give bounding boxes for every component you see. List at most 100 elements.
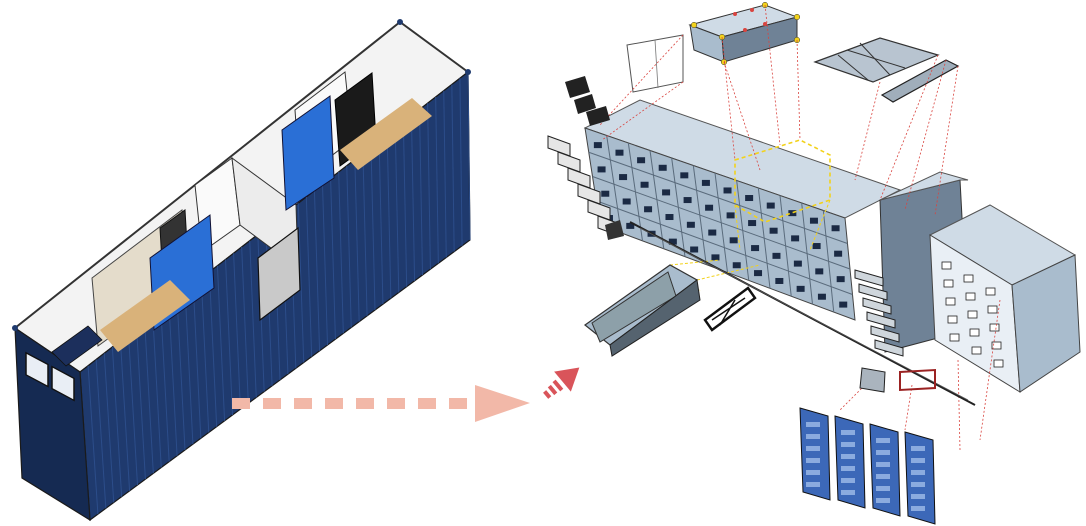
end-rug (51, 325, 103, 367)
red-marker (733, 12, 737, 16)
facade-panels (799, 407, 936, 525)
corrugation-line (176, 296, 186, 451)
arrow-dash (356, 398, 374, 409)
corrugation-line (119, 340, 131, 491)
corrugation-line (144, 321, 154, 474)
corrugation-line (225, 259, 233, 416)
corrugation-line (443, 90, 447, 258)
hall-window (987, 305, 998, 314)
module-grid (588, 135, 853, 313)
facade-panel-window (806, 458, 820, 463)
guide-line-red (723, 61, 761, 171)
hall-window (989, 323, 1000, 332)
hall-window (945, 297, 956, 306)
facade-panel-window (806, 446, 820, 451)
module-window (732, 262, 741, 269)
yellow-marker (793, 13, 801, 21)
module-row-line (596, 200, 853, 295)
corrugation-line (87, 365, 99, 515)
arrow-dash (232, 398, 250, 409)
corrugation-line (128, 334, 138, 486)
facade-panel-window (911, 482, 925, 487)
module-window (831, 225, 840, 232)
corrugation-line (249, 240, 257, 398)
facade-panel-window (876, 498, 890, 503)
corrugation-line (95, 359, 107, 509)
facade-panel-window (911, 470, 925, 475)
module-window (711, 254, 720, 261)
module-window (637, 157, 646, 164)
corrugation-line (136, 328, 146, 480)
corrugation-line (378, 140, 384, 305)
module-window (644, 206, 653, 213)
guide-lines-red (599, 4, 1001, 451)
module-window (665, 214, 674, 221)
module-window (701, 179, 710, 186)
module-window (769, 227, 778, 234)
guide-line-yellow (696, 264, 761, 281)
hall-windows (941, 261, 1004, 368)
module-window (766, 202, 775, 209)
corrugation-line (467, 71, 471, 241)
facade-panel-window (841, 490, 855, 495)
corrugation-line (459, 78, 463, 246)
corrugation-line (362, 153, 368, 316)
facade-panel (834, 415, 866, 509)
balcony-side (870, 325, 900, 343)
module-window (615, 149, 624, 156)
module-window (815, 268, 824, 275)
side-door-opening (257, 226, 301, 322)
module-window (658, 164, 667, 171)
red-railing (899, 368, 936, 392)
module-window (683, 197, 692, 204)
hall-window (991, 341, 1002, 350)
corrugation-line (419, 109, 423, 276)
module-window (775, 277, 784, 284)
module-window (726, 212, 735, 219)
stair-piece-2 (574, 94, 596, 114)
module-window (668, 238, 677, 245)
corrugation-line (192, 284, 202, 439)
stair-piece-3 (586, 106, 610, 126)
facade-panel-window (876, 462, 890, 467)
hall-window (965, 292, 976, 301)
corrugation-line (346, 165, 352, 328)
arrow-small-red (543, 367, 580, 399)
arrow-dash (263, 398, 281, 409)
bath-pod-2 (281, 95, 335, 211)
facade-panel-window (911, 506, 925, 511)
balcony-side (854, 269, 884, 287)
facade-panel-window (806, 470, 820, 475)
module-window (686, 221, 695, 228)
facade-panel-window (911, 446, 925, 451)
corrugation-line (297, 203, 305, 363)
corrugation-line (111, 346, 123, 497)
hall-window (971, 346, 982, 355)
guide-line-red (957, 359, 961, 451)
guide-line-yellow (734, 204, 741, 251)
corner-fitting-1 (397, 19, 403, 25)
balcony-side (866, 311, 896, 329)
corrugation-line (305, 196, 313, 357)
dashed-arrow-icon (232, 367, 580, 422)
corrugation-line (338, 171, 344, 334)
facade-panel (869, 423, 901, 517)
module-window (690, 246, 699, 253)
facade-panel-window (806, 482, 820, 487)
hall-window (949, 333, 960, 342)
guide-line-red (599, 34, 684, 126)
module-window (817, 293, 826, 300)
small-panel (605, 220, 624, 240)
stair-piece-1 (565, 76, 590, 98)
corrugation-line (168, 303, 178, 456)
arrow-head (475, 385, 530, 422)
facade-panel-window (911, 494, 925, 499)
corrugation-line (410, 115, 416, 281)
wing-top (879, 171, 969, 201)
corrugation-line (152, 315, 162, 468)
guide-line-red (839, 379, 871, 411)
corner-fitting-3 (12, 325, 18, 331)
module-window (622, 198, 631, 205)
